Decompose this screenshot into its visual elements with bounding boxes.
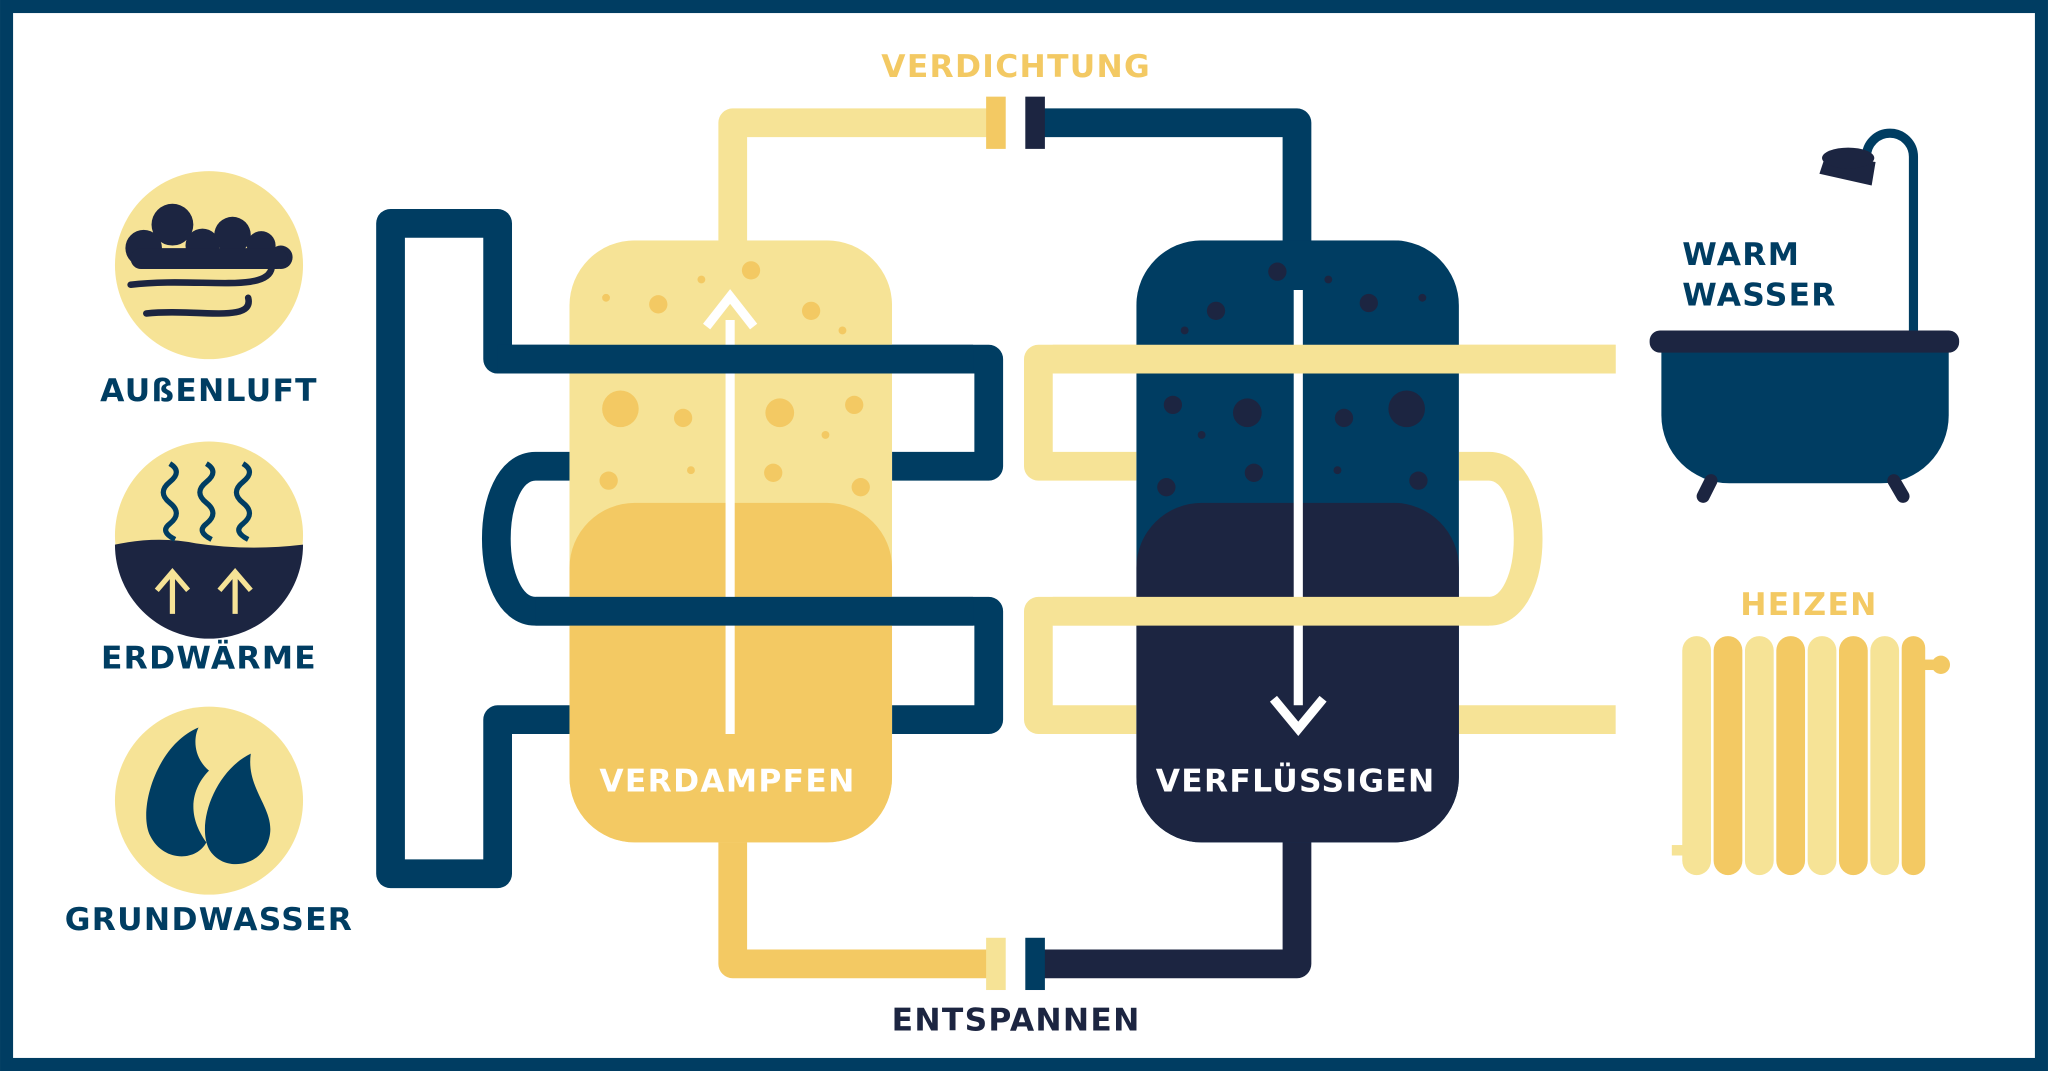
source-groundwater: GRUNDWASSER [65,706,354,938]
up-flow-arrow [703,289,758,735]
bathtub-icon [1649,128,1960,503]
source-label: ERDWÄRME [101,639,317,677]
compressor-valve-left [986,96,1006,149]
ground-icon [114,539,304,639]
warm-water-label: WARM [1682,237,1800,273]
heat-waves-icon [160,461,253,542]
pipe-to-expansion [1035,835,1312,979]
gas-bubbles [1157,262,1428,497]
compressor-valve-right [1025,96,1045,149]
compress-label: VERDICHTUNG [881,49,1151,85]
radiator-icon [1671,636,1951,876]
cloud-wind-icon [125,203,293,317]
source-outside-air: AUßENLUFT [100,171,318,409]
source-label: GRUNDWASSER [65,902,354,938]
expansion-valve-right [1025,937,1045,991]
pipe-to-compressor [718,108,996,249]
warm-water-output: WARM WASSER [1649,128,1960,503]
expand-label: ENTSPANNEN [892,1003,1141,1039]
pipe-from-expansion [718,835,996,979]
condenser-tank: VERFLÜSSIGEN [1136,240,1459,843]
source-label: AUßENLUFT [100,373,318,409]
pipe-from-compressor [1035,108,1312,249]
up-arrow-icon [154,568,253,614]
source-geothermal: ERDWÄRME [101,441,317,677]
evaporate-label: VERDAMPFEN [599,763,855,799]
gas-bubbles [599,261,870,497]
water-drops-icon [146,727,271,865]
heating-label: HEIZEN [1740,587,1877,623]
condense-label: VERFLÜSSIGEN [1156,761,1436,799]
evaporator-tank: VERDAMPFEN [569,240,893,843]
warm-water-label: WASSER [1682,278,1836,314]
heating-output: HEIZEN [1671,587,1951,876]
expansion-valve-left [986,937,1006,991]
